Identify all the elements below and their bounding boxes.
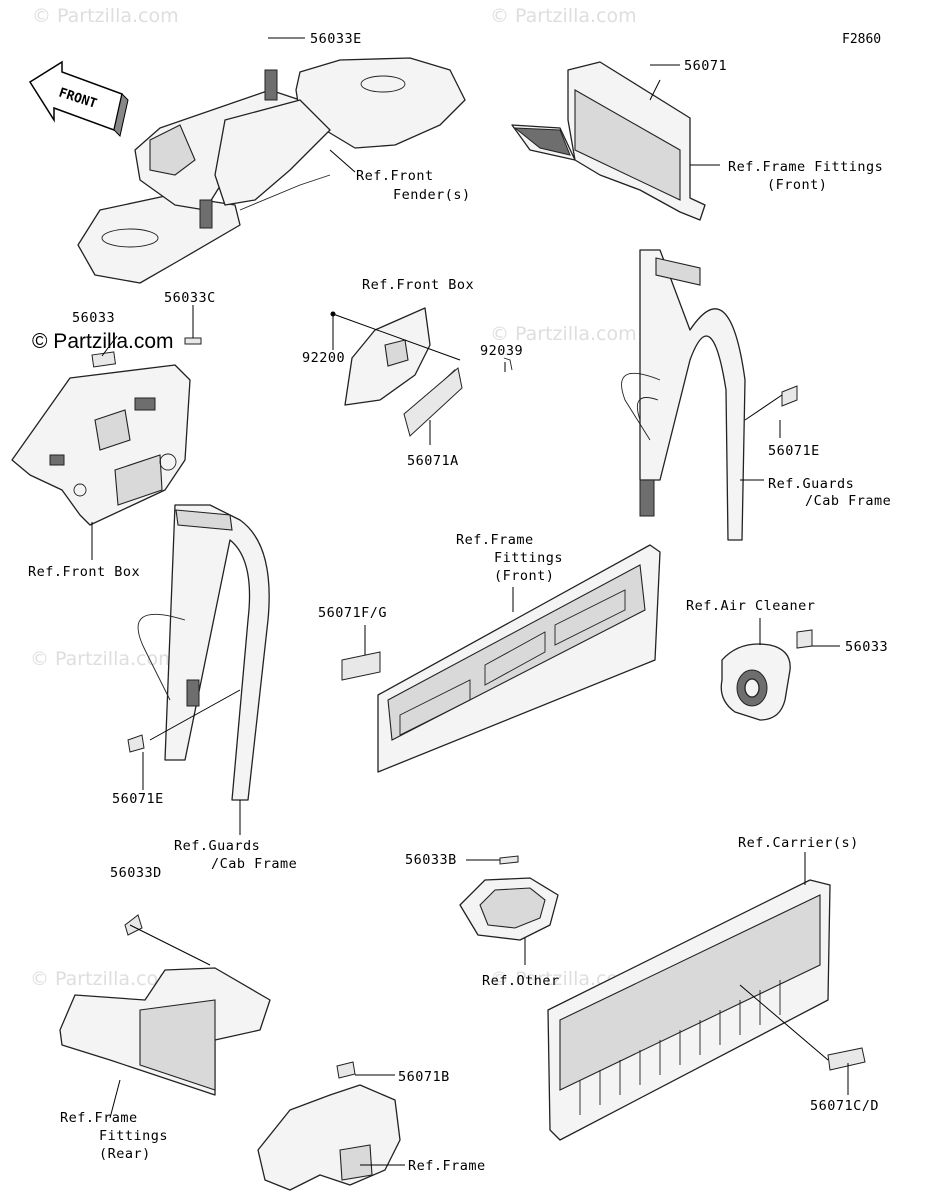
label-56071: 56071 bbox=[684, 58, 727, 74]
label-92200: 92200 bbox=[302, 350, 345, 366]
label-56033: 56033 bbox=[845, 639, 888, 655]
watermark: © Partzilla.com bbox=[32, 5, 179, 27]
front-arrow-icon: FRONT bbox=[28, 60, 129, 137]
label-ref-frame: Ref.Frame bbox=[408, 1158, 486, 1174]
air-cleaner-drawing bbox=[720, 629, 813, 721]
dashboard-drawing bbox=[11, 337, 202, 526]
label-ref-air-cleaner: Ref.Air Cleaner bbox=[686, 598, 815, 614]
frame-fittings-front-drawing bbox=[511, 61, 706, 221]
label-56033E: 56033E bbox=[310, 31, 362, 47]
label-ref-frame-fittings-rear: Fittings bbox=[99, 1128, 168, 1144]
label-56071E: 56071E bbox=[112, 791, 164, 807]
leader-lines bbox=[91, 37, 849, 1166]
label-ref-front-fender: Ref.Front bbox=[356, 168, 434, 184]
label-ref-front-fender: Fender(s) bbox=[393, 187, 471, 203]
watermark: © Partzilla.com bbox=[30, 968, 177, 990]
label-56071F-G: 56071F/G bbox=[318, 605, 387, 621]
figure-code: F2860 bbox=[842, 32, 881, 47]
label-ref-guards: Ref.Guards bbox=[174, 838, 260, 854]
carrier-drawing bbox=[547, 879, 866, 1141]
label-ref-frame-fittings-rear: Ref.Frame bbox=[60, 1110, 138, 1126]
cover-plate-drawing bbox=[459, 855, 559, 941]
frame-fittings-panel-drawing bbox=[341, 544, 661, 773]
front-fender-drawing bbox=[77, 57, 466, 284]
label-ref-frame-fittings-front: Fittings bbox=[494, 550, 563, 566]
watermark: © Partzilla.com bbox=[490, 5, 637, 27]
label-56071B: 56071B bbox=[398, 1069, 450, 1085]
label-56033: 56033 bbox=[72, 310, 115, 326]
label-ref-other: Ref.Other bbox=[482, 973, 560, 989]
label-ref-frame-fittings-front: Ref.Frame Fittings bbox=[728, 159, 883, 175]
rear-frame-drawing bbox=[257, 1061, 401, 1191]
label-ref-front-box: Ref.Front Box bbox=[362, 277, 474, 293]
frame-fittings-rear-drawing bbox=[59, 914, 271, 1096]
watermark: © Partzilla.com bbox=[30, 648, 177, 670]
label-ref-frame-fittings-front: (Front) bbox=[494, 568, 554, 584]
label-ref-frame-fittings-rear: (Rear) bbox=[99, 1146, 151, 1162]
label-ref-guards: /Cab Frame bbox=[211, 856, 297, 872]
label-56033C: 56033C bbox=[164, 290, 216, 306]
label-ref-guards: /Cab Frame bbox=[805, 493, 891, 509]
label-ref-guards: Ref.Guards bbox=[768, 476, 854, 492]
copyright-brand: © Partzilla.com bbox=[32, 330, 174, 353]
watermarks: © Partzilla.com © Partzilla.com © Partzi… bbox=[30, 5, 637, 990]
label-ref-carriers: Ref.Carrier(s) bbox=[738, 835, 859, 851]
label-ref-front-box: Ref.Front Box bbox=[28, 564, 140, 580]
front-box-drawing bbox=[330, 307, 513, 437]
label-56033B: 56033B bbox=[405, 852, 457, 868]
cab-frame-left-drawing bbox=[127, 504, 270, 801]
label-56071E: 56071E bbox=[768, 443, 820, 459]
label-92039: 92039 bbox=[480, 343, 523, 359]
label-ref-frame-fittings-front: Ref.Frame bbox=[456, 532, 534, 548]
callout-labels: 56033E 56071 Ref.Front Fender(s) Ref.Fra… bbox=[28, 31, 891, 1174]
label-ref-frame-fittings-front: (Front) bbox=[767, 177, 827, 193]
cab-frame-right-drawing bbox=[621, 249, 798, 541]
label-56033D: 56033D bbox=[110, 865, 162, 881]
watermark: © Partzilla.com bbox=[490, 323, 637, 345]
label-56071A: 56071A bbox=[407, 453, 459, 469]
label-56071C-D: 56071C/D bbox=[810, 1098, 879, 1114]
